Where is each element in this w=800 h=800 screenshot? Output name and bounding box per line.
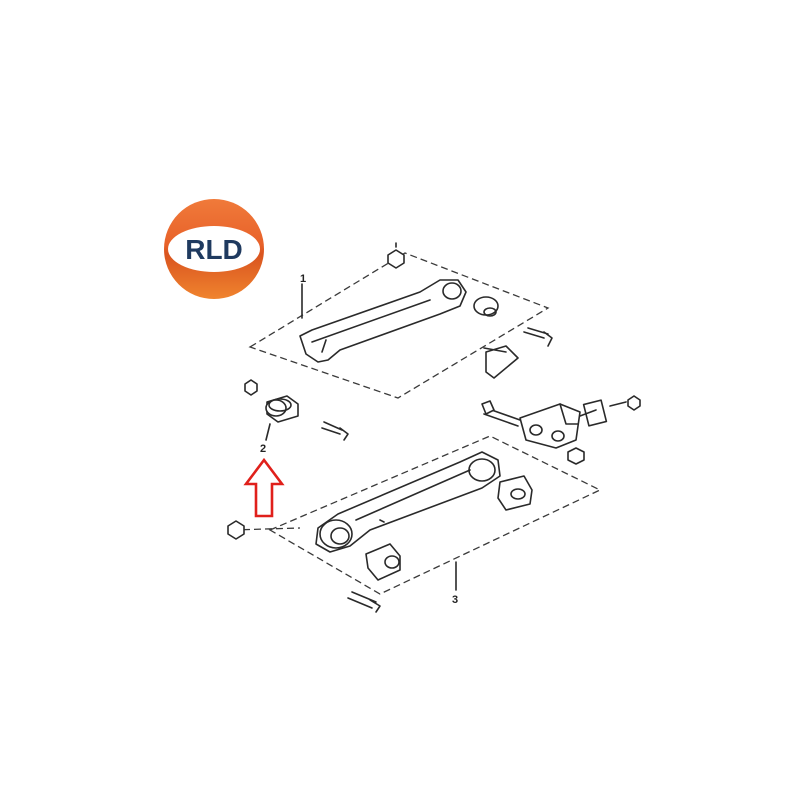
bracket-clip xyxy=(582,399,608,427)
lower-link-left-eye xyxy=(319,519,353,549)
bracket-assembly xyxy=(481,395,641,465)
bracket-hole-left xyxy=(529,424,543,436)
upper-bracket xyxy=(485,345,519,379)
bracket-plate xyxy=(519,403,581,449)
part-2-leader xyxy=(265,423,271,441)
bracket-fold xyxy=(559,403,579,425)
part-1-outline xyxy=(248,252,550,399)
upper-nut xyxy=(387,249,405,269)
lower-left-nut xyxy=(227,520,245,540)
upper-link-eye xyxy=(442,282,462,300)
lower-link-right-eye xyxy=(468,458,496,482)
upper-bracket-pin xyxy=(483,347,507,353)
upper-bushing xyxy=(473,296,499,316)
upper-link-arm xyxy=(299,279,467,363)
logo-text: RLD xyxy=(185,234,243,265)
bracket-lower-nut xyxy=(567,447,585,465)
part-2-nut xyxy=(244,379,258,396)
part-label-3: 3 xyxy=(452,594,458,606)
lower-link-rib xyxy=(355,469,471,523)
part-3-outline xyxy=(268,435,602,595)
upper-link-rib xyxy=(311,299,431,353)
lower-bolt xyxy=(347,591,381,613)
part-label-2: 2 xyxy=(260,443,266,455)
part-2-bolt xyxy=(321,421,349,441)
bracket-nut-leader xyxy=(609,401,627,407)
highlight-arrow xyxy=(243,457,285,518)
part-2-bushing-face xyxy=(265,399,287,417)
bracket-nut-small xyxy=(627,395,641,411)
part-label-1: 1 xyxy=(300,273,306,285)
part-1-upper-link: 1 xyxy=(248,242,553,399)
lower-link-left-hole xyxy=(330,527,350,545)
lower-right-bushing-hole xyxy=(510,488,526,500)
part-2-bushing: 2 xyxy=(244,379,349,455)
bracket-clip-pin xyxy=(579,409,597,417)
part-3-lower-link: 3 xyxy=(227,435,602,613)
upper-bolt xyxy=(523,327,553,347)
part-2-bushing-lip xyxy=(268,398,292,412)
bracket-hole-right xyxy=(551,430,565,442)
upper-bushing-hole xyxy=(483,307,497,317)
rld-logo: RLD xyxy=(164,199,264,299)
logo-band xyxy=(168,226,260,272)
lower-bushing xyxy=(365,543,401,581)
lower-right-bushing xyxy=(497,475,533,511)
lower-bushing-hole xyxy=(384,555,400,569)
bracket-bolt-head xyxy=(481,400,495,415)
